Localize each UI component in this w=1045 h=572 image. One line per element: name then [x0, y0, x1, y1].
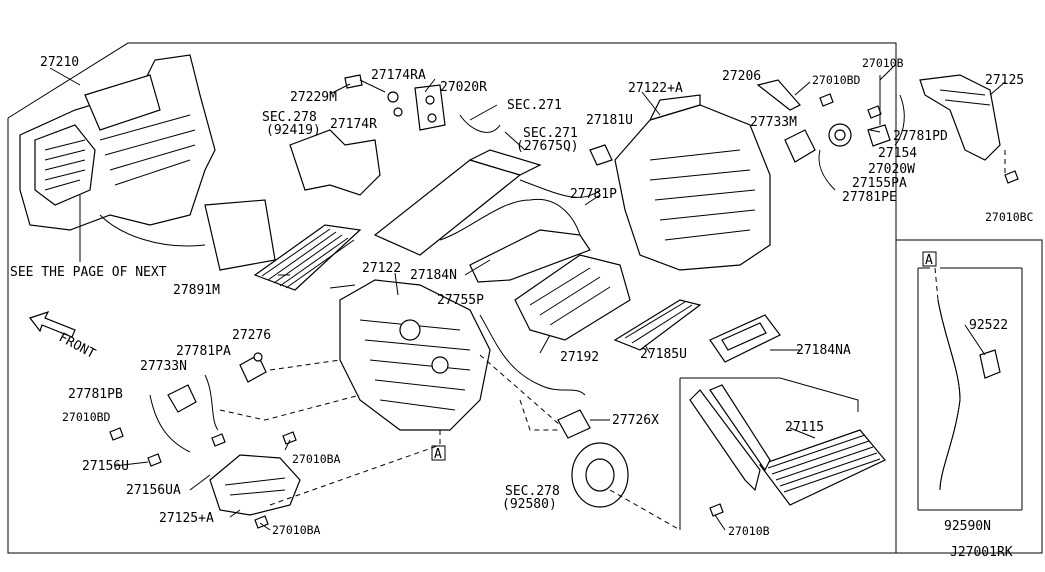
front-arrow-icon	[29, 310, 76, 338]
actuator-27733N	[149, 374, 219, 453]
label-27010BA-bot: 27010BA	[272, 523, 321, 537]
main-unit-27122A	[614, 94, 771, 271]
label-sec278-a-sub: (92419)	[266, 123, 321, 138]
label-92590N: 92590N	[944, 519, 991, 534]
label-27174R: 27174R	[330, 117, 377, 132]
label-27010B-bot: 27010B	[728, 524, 770, 538]
label-27125: 27125	[985, 73, 1024, 88]
label-sec278-b-sub: (92580)	[502, 497, 557, 512]
dashed-connectors	[219, 150, 1006, 531]
door-27192	[514, 254, 631, 341]
door-27185U	[613, 299, 702, 351]
label-92522: 92522	[969, 318, 1008, 333]
label-27115: 27115	[785, 420, 824, 435]
label-27122: 27122	[362, 261, 401, 276]
duct-27184NA	[709, 314, 781, 363]
hose-92590N	[937, 299, 1001, 491]
label-27174RA: 27174RA	[371, 68, 426, 83]
label-sec271-b-sub: (27675Q)	[516, 139, 579, 154]
label-27726X: 27726X	[612, 413, 659, 428]
label-27733N: 27733N	[140, 359, 187, 374]
leader-lines	[49, 64, 1006, 531]
label-27156UA: 27156UA	[126, 483, 181, 498]
label-27010BD-left: 27010BD	[62, 410, 111, 424]
cover-27125A	[209, 454, 301, 516]
duct-27184N	[469, 229, 591, 283]
label-27781PE: 27781PE	[842, 190, 897, 205]
label-27154: 27154	[878, 146, 917, 161]
label-27185U: 27185U	[640, 347, 687, 362]
label-27155PA: 27155PA	[852, 176, 907, 191]
label-27181U: 27181U	[586, 113, 633, 128]
label-27733M: 27733M	[750, 115, 797, 130]
label-sec278-a: SEC.278	[262, 110, 317, 125]
bolts	[109, 93, 1019, 529]
label-27781PA: 27781PA	[176, 344, 231, 359]
inset-ref-marker: A	[925, 253, 933, 268]
wire-27181U	[519, 179, 601, 198]
label-27229M: 27229M	[290, 90, 337, 105]
small-parts-top	[344, 74, 501, 133]
ref-marker: A	[434, 447, 442, 462]
case-27122	[339, 279, 491, 431]
label-27122A: 27122+A	[628, 81, 683, 96]
label-27125A: 27125+A	[159, 511, 214, 526]
label-sec271-b: SEC.271	[523, 126, 578, 141]
inset-frame	[895, 239, 1043, 554]
label-27781P: 27781P	[570, 187, 617, 202]
bracket-sec278-92419	[289, 129, 381, 196]
part-27276	[239, 352, 267, 383]
label-27020R: 27020R	[440, 80, 487, 95]
ref-marker-box	[431, 445, 446, 461]
harness-27781P	[439, 198, 581, 241]
label-27010BC: 27010BC	[985, 210, 1034, 224]
label-27781PD: 27781PD	[893, 129, 948, 144]
heater-unit-27210	[19, 54, 276, 271]
label-27156U: 27156U	[82, 459, 129, 474]
label-27020W: 27020W	[868, 162, 915, 177]
label-27184N: 27184N	[410, 268, 457, 283]
label-27010BD-top: 27010BD	[812, 73, 861, 87]
label-27206: 27206	[722, 69, 761, 84]
wire-27755P	[479, 314, 586, 396]
filter-27891M	[253, 224, 362, 291]
motor-sec278-92580	[571, 442, 629, 508]
label-sec278-b: SEC.278	[505, 484, 560, 499]
inset-ref-marker-box	[922, 251, 937, 267]
label-27010B-top: 27010B	[862, 56, 904, 70]
label-27891M: 27891M	[173, 283, 220, 298]
heater-core-27115	[689, 384, 886, 506]
diagram-code: J27001RK	[950, 545, 1013, 560]
label-sec271-a: SEC.271	[507, 98, 562, 113]
label-27276: 27276	[232, 328, 271, 343]
label-27210: 27210	[40, 55, 79, 70]
label-27184NA: 27184NA	[796, 343, 851, 358]
part-27726X	[557, 409, 591, 439]
label-27781PB: 27781PB	[68, 387, 123, 402]
see-next-page: SEE THE PAGE OF NEXT	[10, 265, 167, 280]
label-27755P: 27755P	[437, 293, 484, 308]
actuators-upper-right	[756, 75, 905, 191]
duct-sec271	[373, 149, 542, 256]
front-label: FRONT	[56, 330, 98, 362]
label-27192: 27192	[560, 350, 599, 365]
label-27010BA-mid: 27010BA	[292, 452, 341, 466]
duct-27125	[919, 74, 1001, 161]
